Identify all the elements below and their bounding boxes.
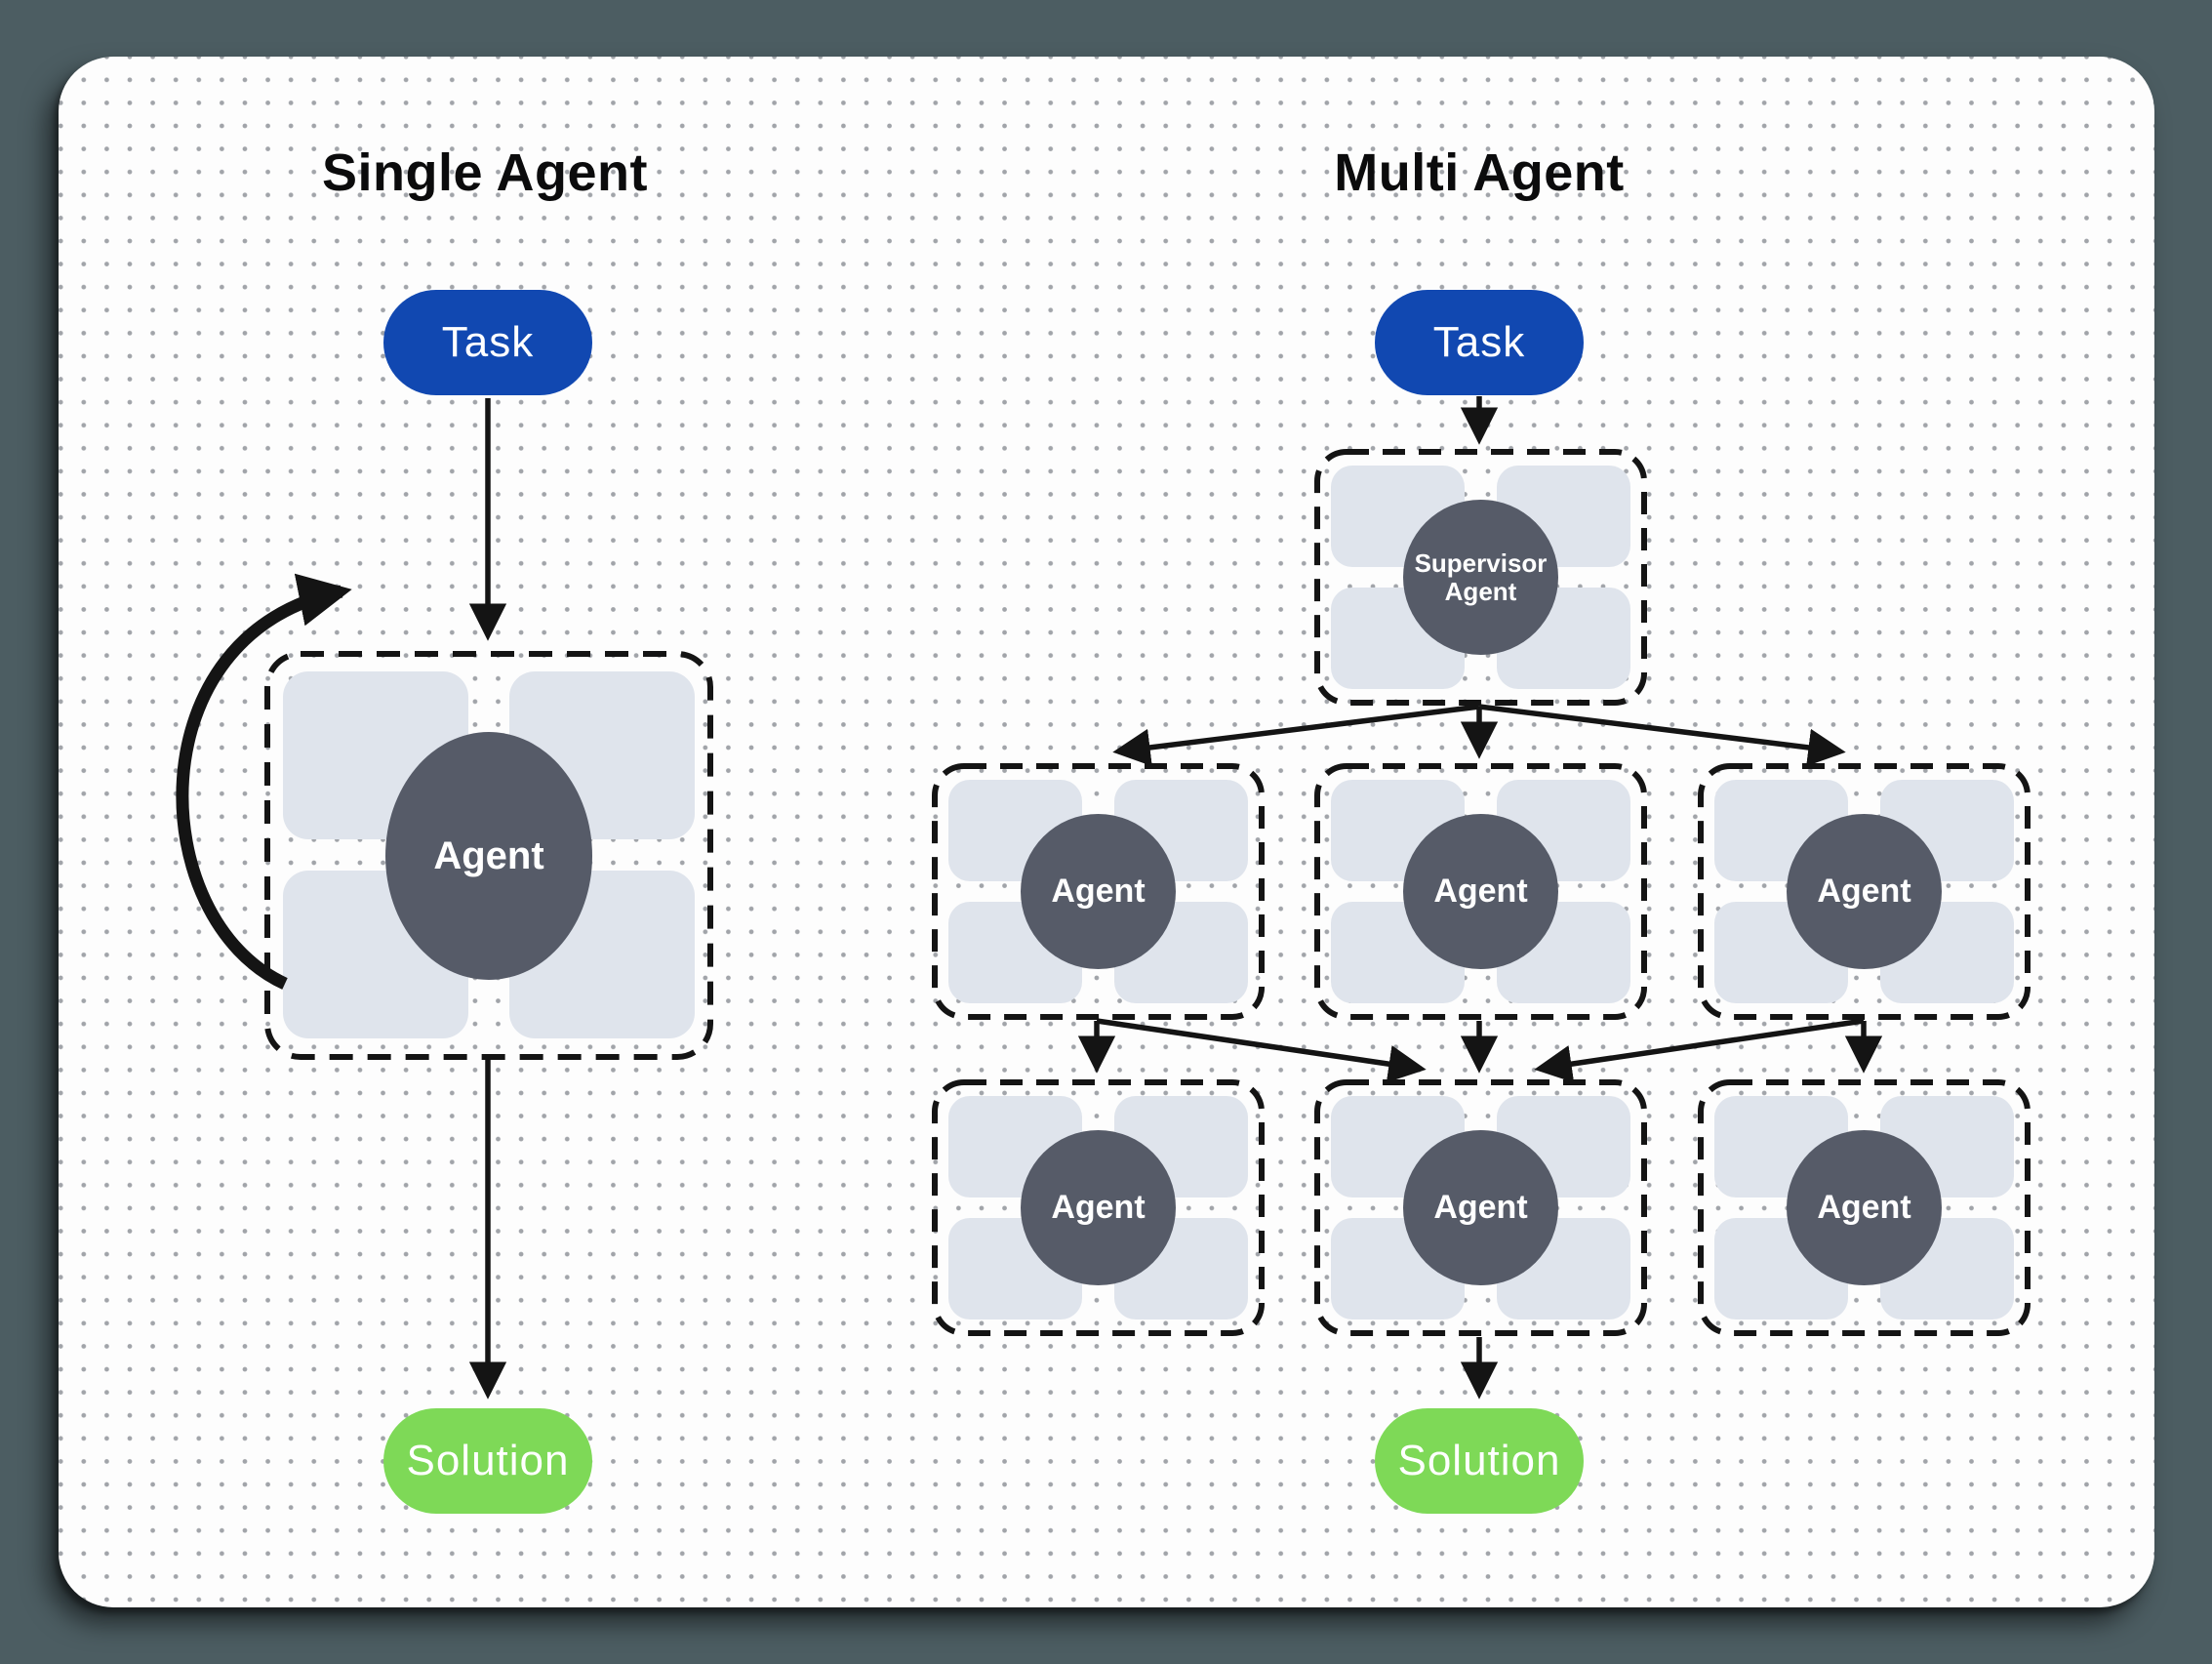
single-agent-title: Single Agent [321, 143, 648, 202]
multi-agent-title: Multi Agent [1334, 143, 1625, 202]
task-pill-single: Task [383, 290, 592, 395]
solution-label: Solution [1397, 1437, 1561, 1484]
task-label: Task [441, 318, 535, 366]
task-pill-multi: Task [1375, 290, 1584, 395]
solution-pill-multi: Solution [1375, 1408, 1584, 1514]
solution-pill-single: Solution [383, 1408, 592, 1514]
solution-label: Solution [406, 1437, 570, 1484]
task-label: Task [1432, 318, 1526, 366]
